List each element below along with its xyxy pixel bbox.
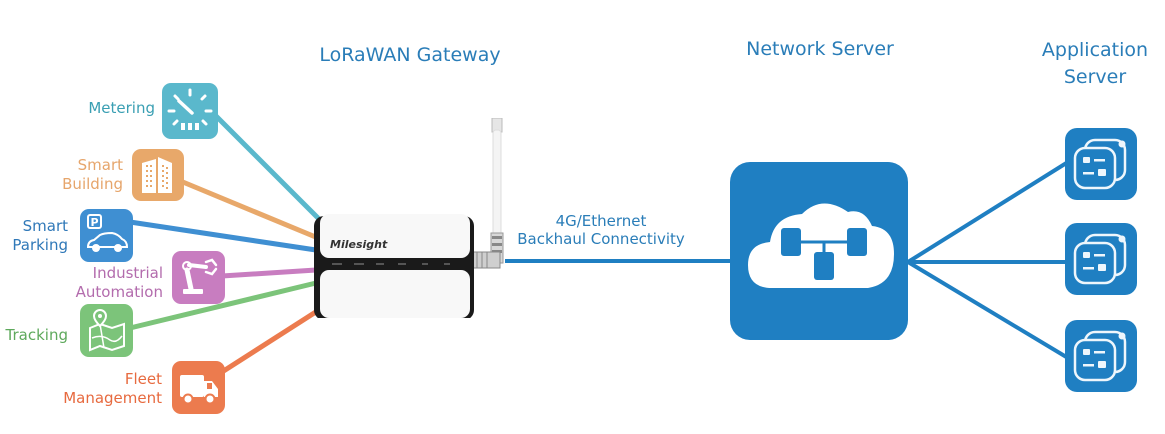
label-smart-building-line1: Smart <box>77 156 123 174</box>
label-industrial-automation-line2: Automation <box>75 283 163 301</box>
label-fleet-management-line2: Management <box>63 389 162 407</box>
line-metering <box>210 110 324 224</box>
label-metering: Metering <box>40 99 155 118</box>
line-app-server-1 <box>906 160 1070 264</box>
network-server-heading: Network Server <box>746 38 894 60</box>
app-server-icon <box>1065 320 1137 392</box>
label-industrial-automation-line1: Industrial <box>92 264 163 282</box>
robot-arm-icon <box>172 251 225 304</box>
label-industrial-automation: Industrial Automation <box>55 264 163 302</box>
label-metering-line1: Metering <box>88 99 155 117</box>
application-server-heading-line2: Server <box>1063 66 1127 88</box>
label-smart-building: Smart Building <box>20 156 123 194</box>
label-smart-building-line2: Building <box>62 175 123 193</box>
map-pin-icon <box>80 304 133 357</box>
network-server-icon <box>730 162 908 340</box>
gateway-heading: LoRaWAN Gateway <box>319 44 501 66</box>
svg-text:P: P <box>90 216 98 229</box>
label-fleet-management-line1: Fleet <box>124 370 162 388</box>
gateway-device <box>314 118 504 318</box>
line-fleet-management <box>220 305 324 375</box>
line-industrial-automation <box>221 267 317 279</box>
antenna <box>471 118 504 269</box>
label-smart-parking: Smart Parking <box>0 217 68 255</box>
building-icon <box>132 149 184 201</box>
label-smart-parking-line2: Parking <box>12 236 68 254</box>
backhaul-label: 4G/Ethernet Backhaul Connectivity <box>506 212 696 248</box>
label-tracking-line1: Tracking <box>5 326 68 344</box>
label-fleet-management: Fleet Management <box>40 370 162 408</box>
app-server-icon <box>1065 128 1137 200</box>
label-smart-parking-line1: Smart <box>22 217 68 235</box>
gateway-brand-logo: Milesight <box>330 238 388 251</box>
line-smart-parking <box>129 219 317 253</box>
backhaul-label-line1: 4G/Ethernet <box>555 212 647 230</box>
line-smart-building <box>177 177 319 241</box>
parking-car-icon: P <box>80 209 133 262</box>
line-tracking <box>129 280 317 331</box>
backhaul-label-line2: Backhaul Connectivity <box>517 230 685 248</box>
line-app-server-3 <box>906 260 1070 360</box>
app-server-icon <box>1065 223 1137 295</box>
truck-icon <box>172 361 225 414</box>
label-tracking: Tracking <box>0 326 68 345</box>
application-server-heading-line1: Application <box>1041 39 1149 61</box>
gauge-icon <box>162 83 218 139</box>
application-server-heading: Application Server <box>1025 37 1165 91</box>
